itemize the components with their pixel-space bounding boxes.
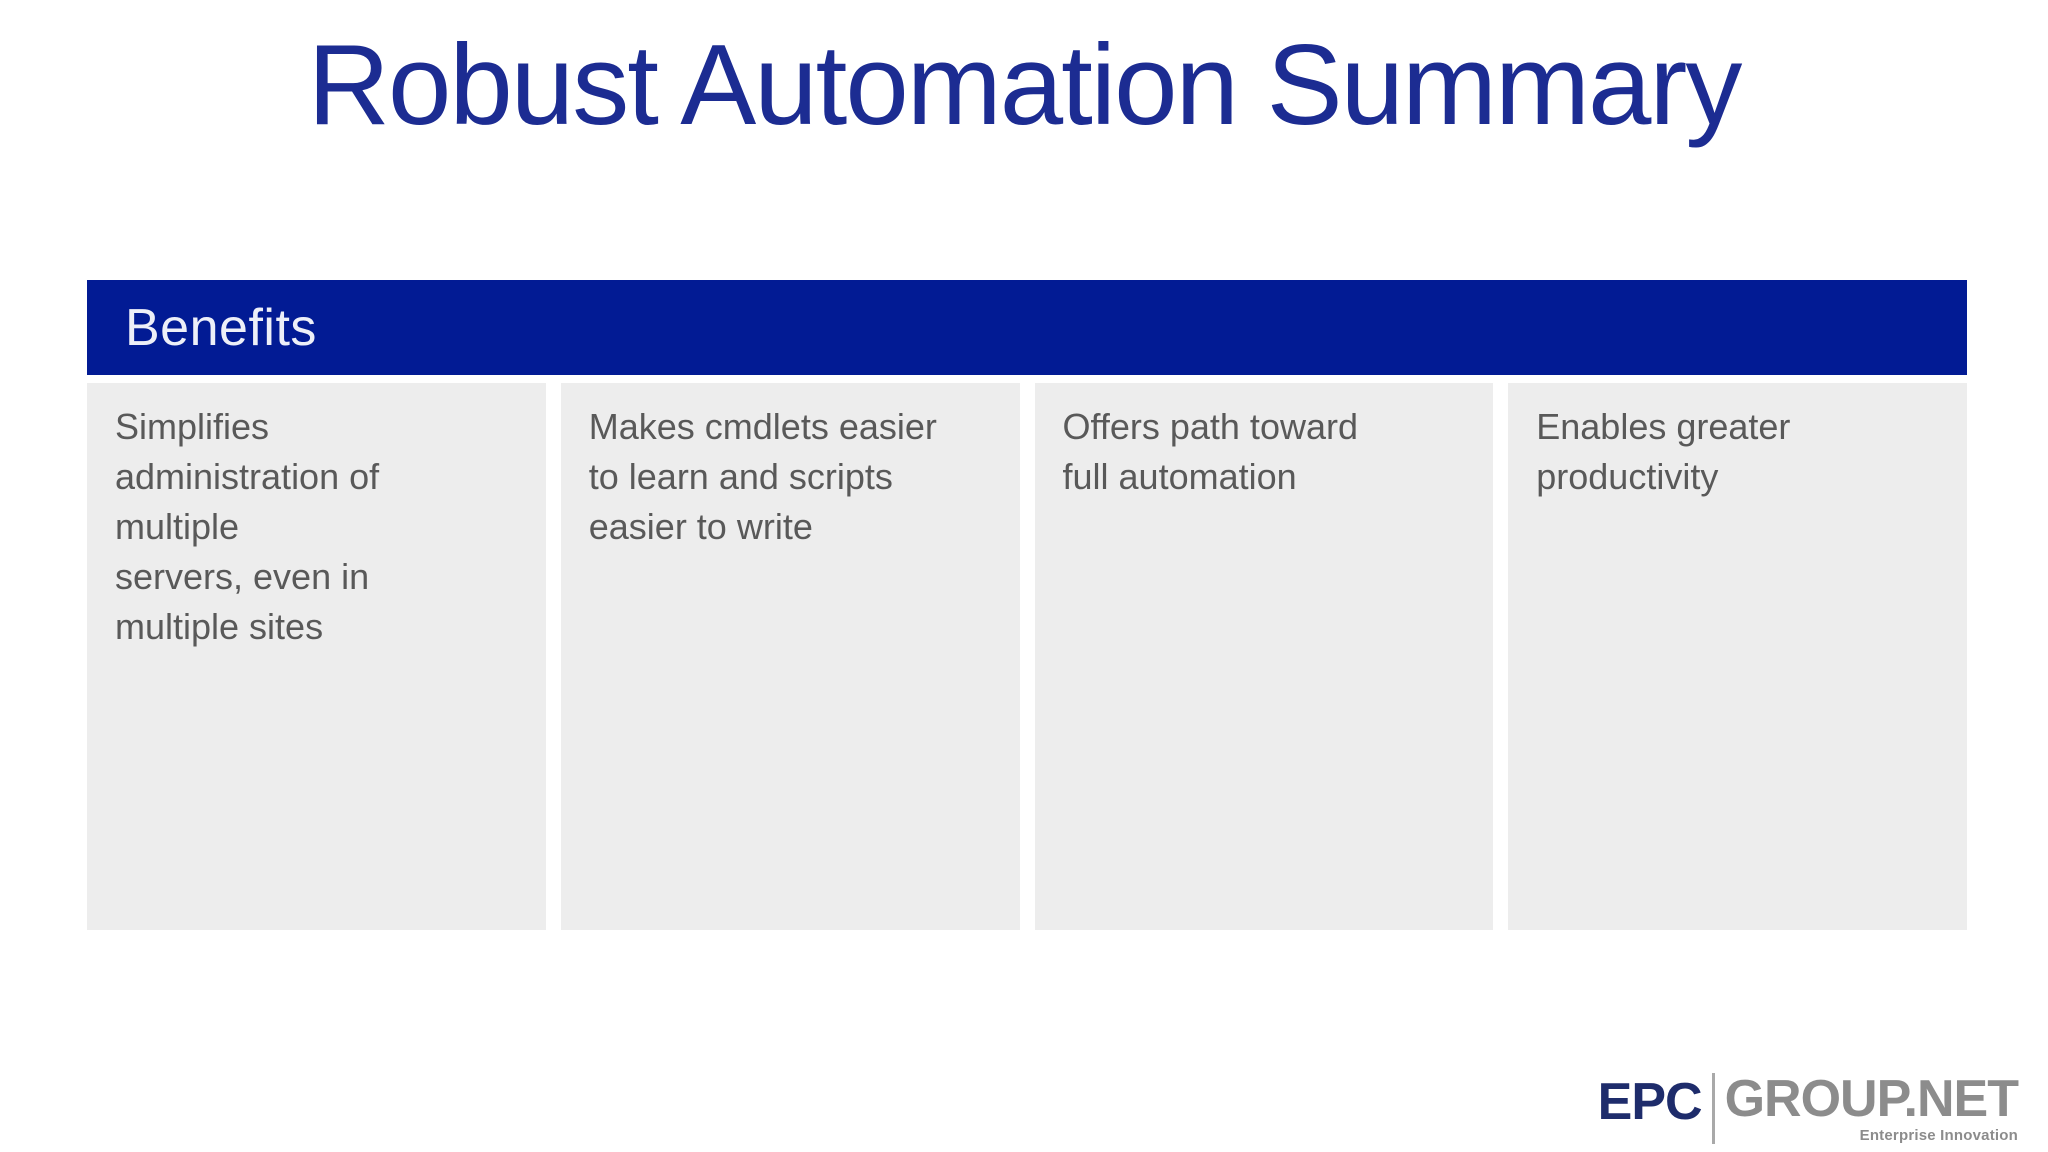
benefits-header-label: Benefits [125,298,317,357]
benefit-columns: Simplifies administration of multiple se… [87,383,1967,930]
logo-divider [1711,1073,1715,1144]
logo-right-block: GROUP.NET Enterprise Innovation [1724,1070,2019,1144]
benefit-column: Offers path toward full automation [1034,383,1494,930]
slide-title: Robust Automation Summary [307,22,1743,149]
epc-group-logo: EPC GROUP.NET Enterprise Innovation [1597,1070,2019,1144]
benefits-header-bar: Benefits [87,280,1967,375]
benefit-column: Simplifies administration of multiple se… [87,383,546,930]
logo-tagline-text: Enterprise Innovation [1859,1127,2018,1144]
logo-group-text: GROUP.NET [1724,1070,2019,1128]
benefit-column: Enables greater productivity [1508,383,1967,930]
logo-epc-text: EPC [1597,1073,1703,1131]
benefit-column: Makes cmdlets easier to learn and script… [560,383,1020,930]
